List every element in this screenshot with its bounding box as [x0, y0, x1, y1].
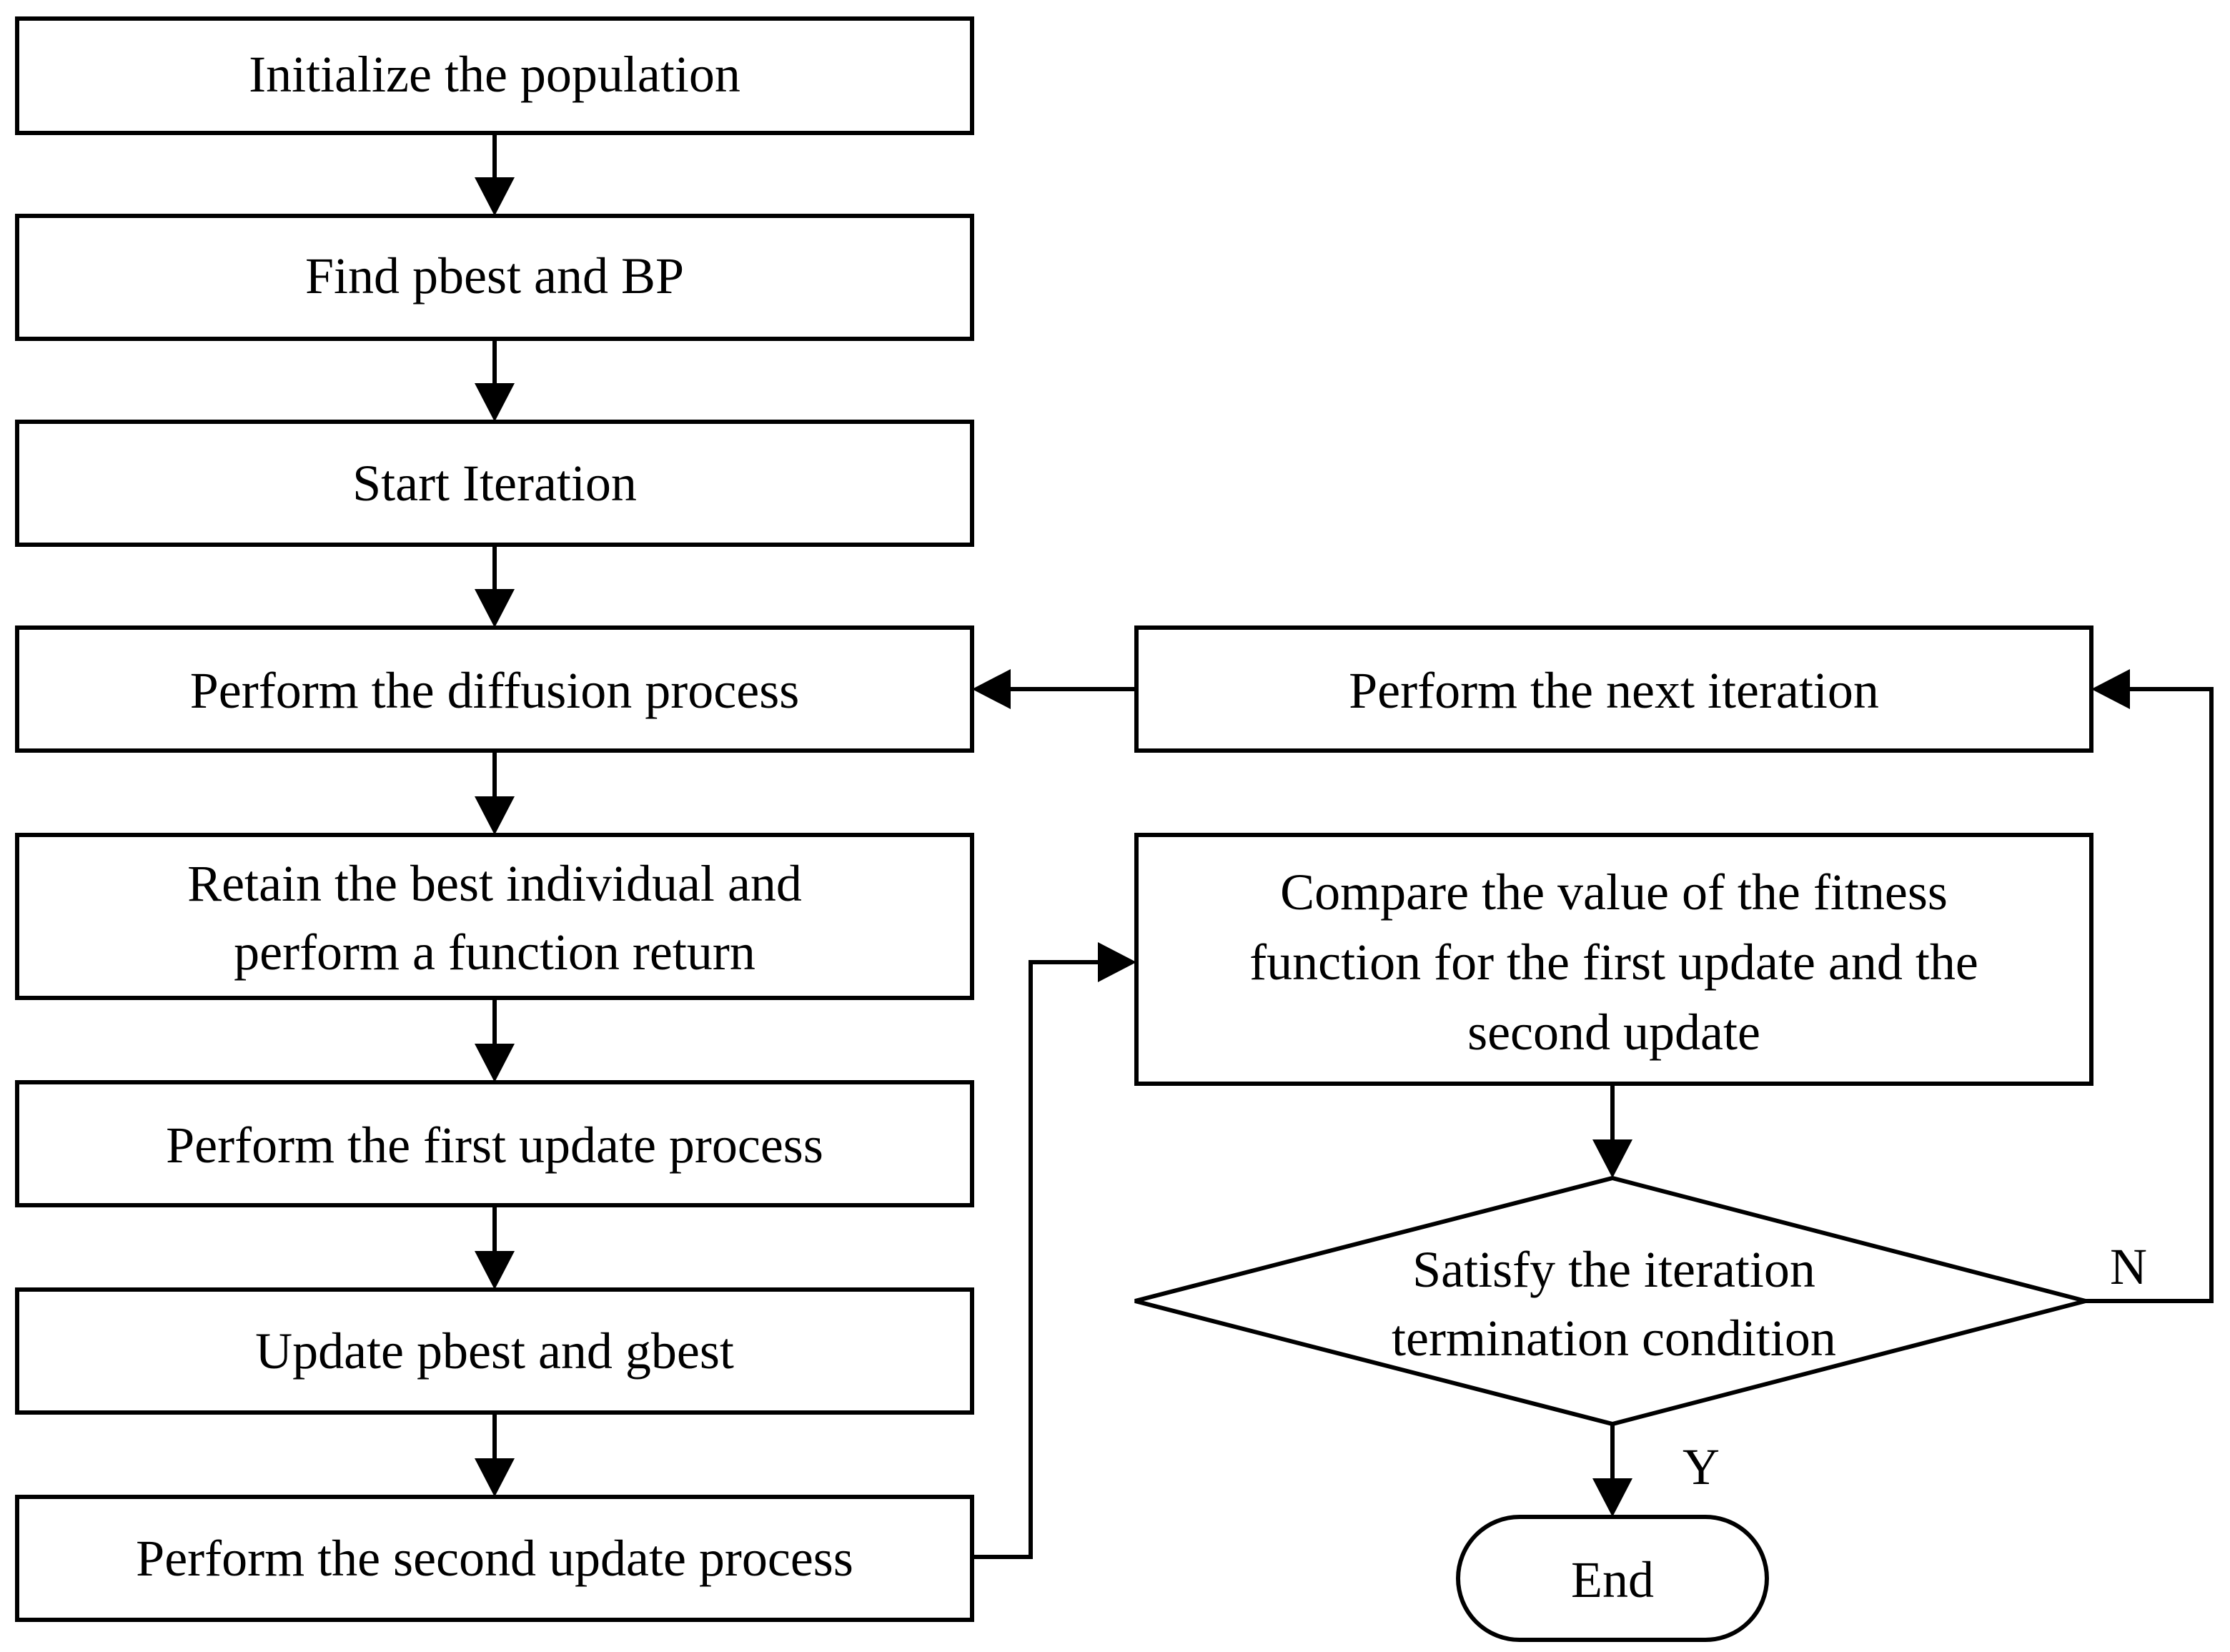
arrow-next-iteration-to-diffusion	[972, 669, 1136, 709]
step-find-pbest: Find pbest and BP	[15, 214, 974, 341]
step-retain-best-label-line-2: perform a function return	[234, 924, 755, 981]
terminal-end-label: End	[1571, 1551, 1654, 1608]
arrow-update-best-to-second-update	[475, 1413, 515, 1497]
arrow-start-to-diffusion	[475, 545, 515, 628]
step-diffusion: Perform the diffusion process	[15, 625, 974, 753]
step-first-update: Perform the first update process	[15, 1080, 974, 1207]
decision-termination: Satisfy the iteration termination condit…	[1134, 1175, 2094, 1427]
step-compare-fitness-label-line-3: second update	[1467, 1004, 1760, 1061]
arrow-retain-to-first-update	[475, 998, 515, 1082]
step-update-pbest-gbest: Update pbest and gbest	[15, 1287, 974, 1415]
step-initialize: Initialize the population	[15, 16, 974, 135]
arrow-find-to-start	[475, 339, 515, 422]
branch-label-yes: Y	[1683, 1438, 1720, 1495]
arrow-compare-to-decision	[1592, 1084, 1632, 1178]
step-second-update: Perform the second update process	[15, 1495, 974, 1622]
step-compare-fitness-label-line-1: Compare the value of the fitness	[1280, 864, 1948, 921]
step-next-iteration-label: Perform the next iteration	[1349, 662, 1879, 719]
step-first-update-label: Perform the first update process	[166, 1117, 823, 1174]
arrow-second-update-to-compare	[972, 942, 1136, 1559]
step-diffusion-label: Perform the diffusion process	[190, 662, 800, 719]
step-find-pbest-label: Find pbest and BP	[305, 247, 684, 305]
arrow-diffusion-to-retain	[475, 751, 515, 835]
step-start-iteration-label: Start Iteration	[352, 455, 637, 512]
branch-label-no: N	[2110, 1238, 2147, 1295]
step-retain-best: Retain the best individual and perform a…	[15, 833, 974, 1000]
arrow-decision-to-next-iteration	[2086, 669, 2214, 1303]
decision-termination-label-line-2: termination condition	[1392, 1310, 1836, 1367]
step-next-iteration: Perform the next iteration	[1134, 625, 2093, 753]
step-start-iteration: Start Iteration	[15, 420, 974, 547]
terminal-end: End	[1456, 1515, 1769, 1642]
arrow-first-update-to-update-best	[475, 1205, 515, 1290]
step-retain-best-label-line-1: Retain the best individual and	[187, 855, 802, 912]
step-second-update-label: Perform the second update process	[136, 1530, 853, 1587]
step-initialize-label: Initialize the population	[249, 46, 740, 103]
step-update-pbest-gbest-label: Update pbest and gbest	[255, 1322, 734, 1380]
step-compare-fitness: Compare the value of the fitness functio…	[1134, 833, 2093, 1086]
step-compare-fitness-label-line-2: function for the first update and the	[1249, 934, 1978, 991]
decision-termination-label-line-1: Satisfy the iteration	[1412, 1241, 1815, 1298]
arrow-initialize-to-find	[475, 133, 515, 216]
arrow-decision-to-end	[1592, 1424, 1632, 1517]
